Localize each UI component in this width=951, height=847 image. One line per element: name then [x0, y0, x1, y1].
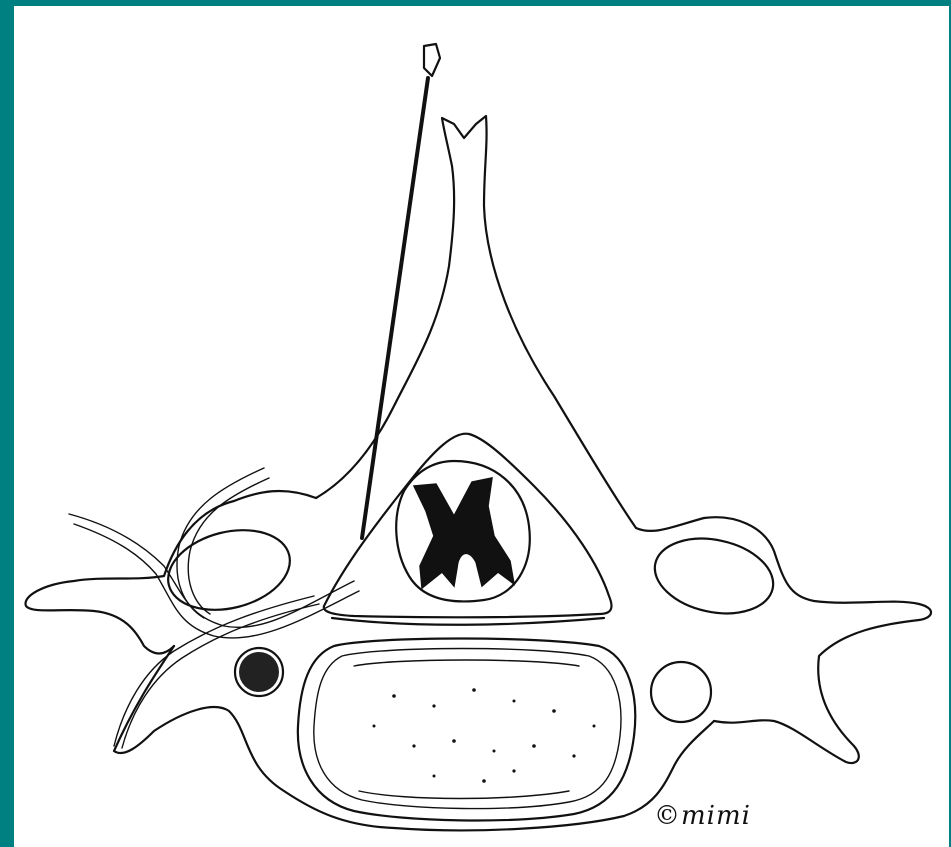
right-facet-joint — [648, 528, 780, 623]
nerve-root-left-upper2 — [177, 468, 264, 618]
needle — [362, 44, 440, 538]
posterior-longitudinal-ligament — [332, 618, 604, 625]
vertebral-body-cortex-inner3 — [359, 791, 569, 799]
foramen-transversarium-right — [651, 662, 711, 722]
needle-hub — [424, 44, 440, 76]
vertebra-cross-section-drawing — [14, 6, 949, 847]
right-transverse-process — [704, 517, 931, 763]
vertebral-body-cortex-inner2 — [354, 660, 579, 666]
vertebral-body-cortex — [298, 639, 635, 821]
vertebral-body-outline — [114, 646, 714, 830]
central-canal — [458, 558, 470, 578]
nerve-root-left-upper3 — [188, 478, 269, 614]
vertebral-artery-left-fill — [239, 652, 279, 692]
needle-shaft — [362, 78, 428, 538]
left-transverse-process — [26, 491, 316, 654]
illustration-frame: ©mimi — [14, 6, 949, 847]
nerve-root-left-lower — [74, 524, 359, 638]
spinous-process — [316, 116, 704, 531]
trabecular-bone-dots — [373, 688, 596, 783]
vertebral-body-cortex-inner — [314, 649, 621, 809]
artist-signature: ©mimi — [654, 801, 751, 831]
